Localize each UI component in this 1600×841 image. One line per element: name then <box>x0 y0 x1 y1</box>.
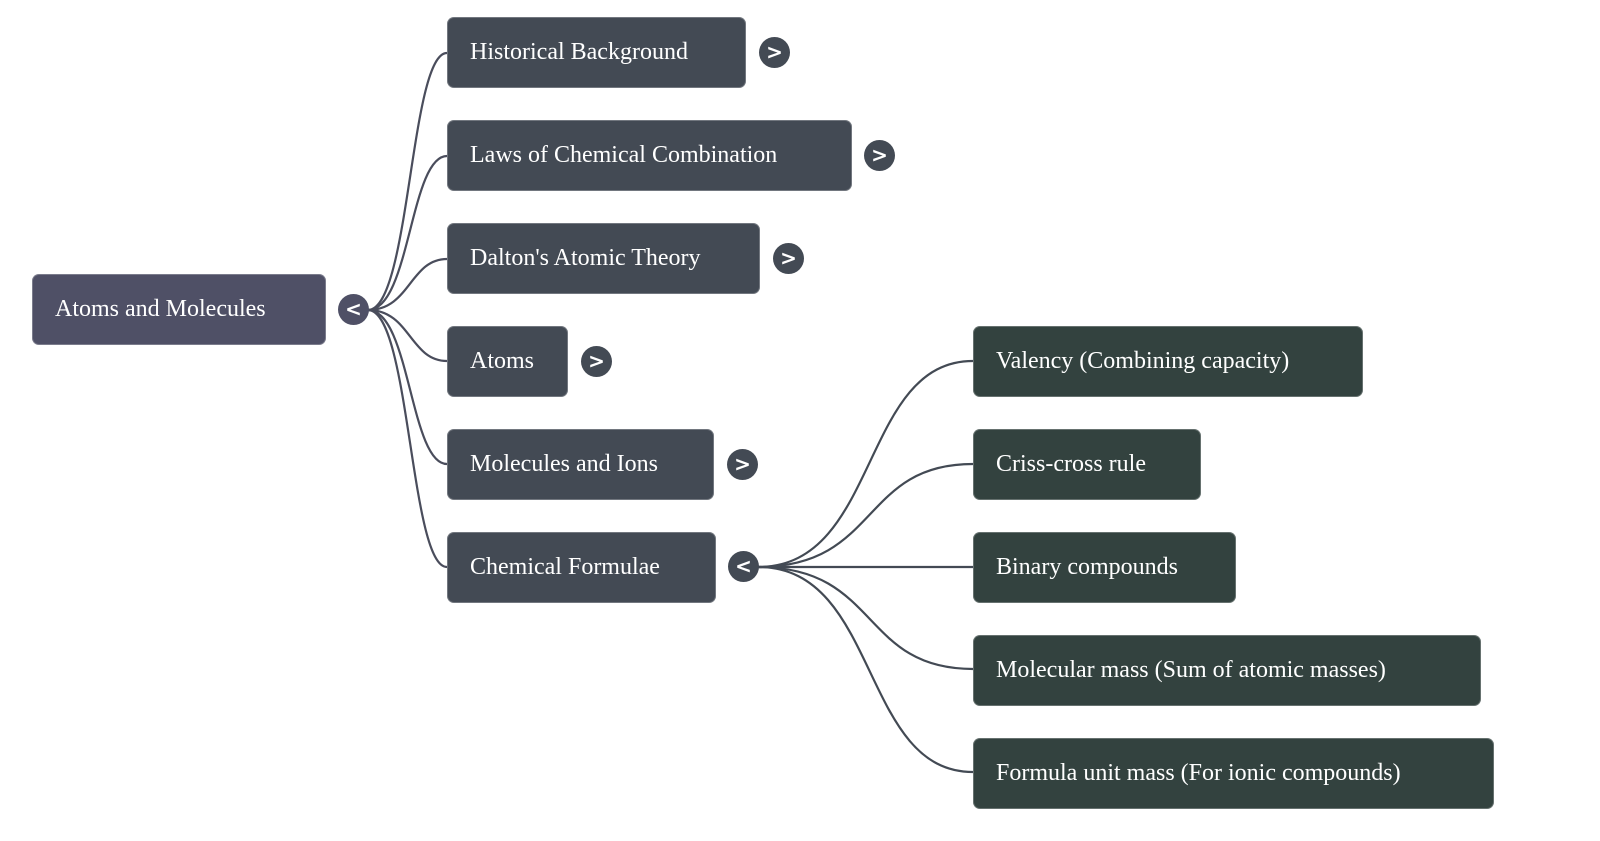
expand-toggle-icon[interactable]: > <box>727 449 758 480</box>
expand-toggle-icon[interactable]: > <box>759 37 790 68</box>
node-valency[interactable]: Valency (Combining capacity) <box>973 326 1363 397</box>
node-atoms[interactable]: Atoms <box>447 326 568 397</box>
root-node-atoms-and-molecules[interactable]: Atoms and Molecules <box>32 274 326 345</box>
link-root-chemical-formulae <box>367 308 448 569</box>
node-criss-cross-rule[interactable]: Criss-cross rule <box>973 429 1201 500</box>
link-root-molecules-and-ions <box>367 308 448 466</box>
node-label: Valency (Combining capacity) <box>996 348 1290 374</box>
node-label: Dalton's Atomic Theory <box>470 245 701 271</box>
node-historical-background[interactable]: Historical Background <box>447 17 746 88</box>
node-label: Molecules and Ions <box>470 451 658 477</box>
node-binary-compounds[interactable]: Binary compounds <box>973 532 1236 603</box>
link-formulae-molecular-mass <box>757 565 974 671</box>
node-daltons-atomic-theory[interactable]: Dalton's Atomic Theory <box>447 223 760 294</box>
node-label: Formula unit mass (For ionic compounds) <box>996 760 1401 786</box>
link-formulae-formula-unit-mass <box>757 565 974 774</box>
root-node-label: Atoms and Molecules <box>55 296 266 322</box>
link-formulae-criss-cross <box>757 462 974 569</box>
node-molecules-and-ions[interactable]: Molecules and Ions <box>447 429 714 500</box>
node-label: Binary compounds <box>996 554 1178 580</box>
node-label: Historical Background <box>470 39 688 65</box>
link-formulae-valency <box>757 359 974 569</box>
collapse-toggle-icon[interactable]: < <box>728 551 759 582</box>
node-molecular-mass[interactable]: Molecular mass (Sum of atomic masses) <box>973 635 1481 706</box>
link-root-atoms <box>367 308 448 363</box>
node-laws-of-chemical-combination[interactable]: Laws of Chemical Combination <box>447 120 852 191</box>
node-chemical-formulae[interactable]: Chemical Formulae <box>447 532 716 603</box>
node-label: Criss-cross rule <box>996 451 1146 477</box>
link-root-historical-background <box>367 51 448 312</box>
node-formula-unit-mass[interactable]: Formula unit mass (For ionic compounds) <box>973 738 1494 809</box>
expand-toggle-icon[interactable]: > <box>864 140 895 171</box>
node-label: Chemical Formulae <box>470 554 660 580</box>
collapse-toggle-icon[interactable]: < <box>338 294 369 325</box>
link-root-laws-of-chemical-combination <box>367 154 448 312</box>
link-root-daltons-atomic-theory <box>367 257 448 312</box>
node-label: Laws of Chemical Combination <box>470 142 778 168</box>
expand-toggle-icon[interactable]: > <box>773 243 804 274</box>
node-label: Atoms <box>470 348 535 374</box>
expand-toggle-icon[interactable]: > <box>581 346 612 377</box>
node-label: Molecular mass (Sum of atomic masses) <box>996 657 1386 683</box>
